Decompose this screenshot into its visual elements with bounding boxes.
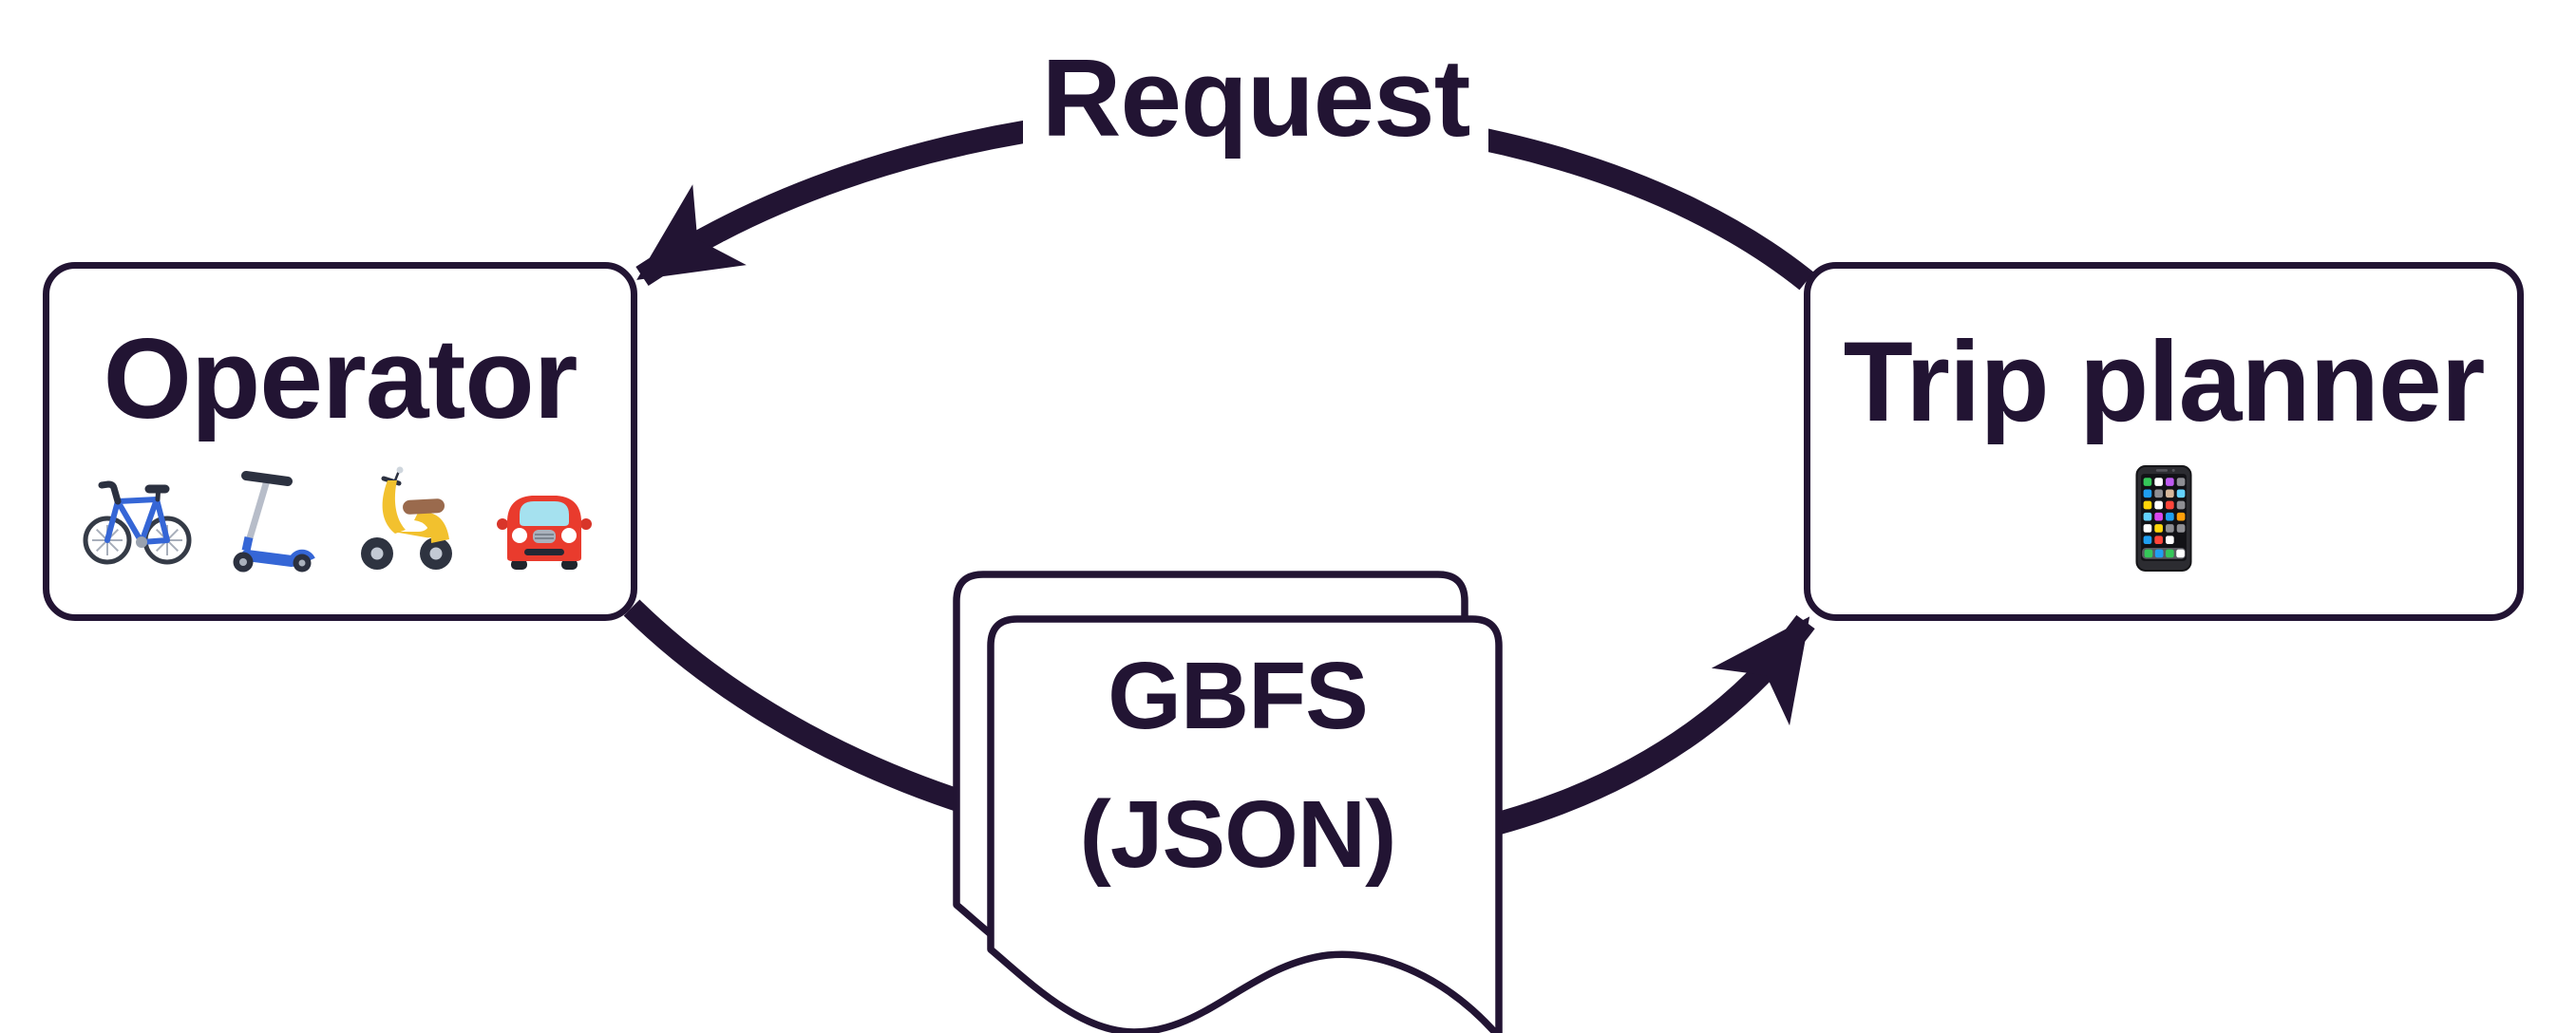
mobile-phone-icon [2135,465,2192,572]
kick-scooter-icon [233,471,315,573]
phone-dock [2142,548,2186,559]
car-icon [497,496,592,570]
operator-vehicle-icons [82,461,598,575]
gbfs-label-line2: (JSON) [1079,781,1397,888]
gbfs-label-line1: GBFS [1108,643,1369,749]
bicycle-icon [83,480,192,565]
request-label: Request [1023,27,1488,169]
motor-scooter-icon [361,466,452,570]
operator-label: Operator [103,315,578,442]
operator-node: Operator [43,262,637,621]
gbfs-label: GBFS (JSON) [991,627,1485,904]
phone-app-grid [2143,478,2186,544]
trip-planner-label: Trip planner [1843,318,2486,445]
trip-planner-node: Trip planner [1804,262,2524,621]
